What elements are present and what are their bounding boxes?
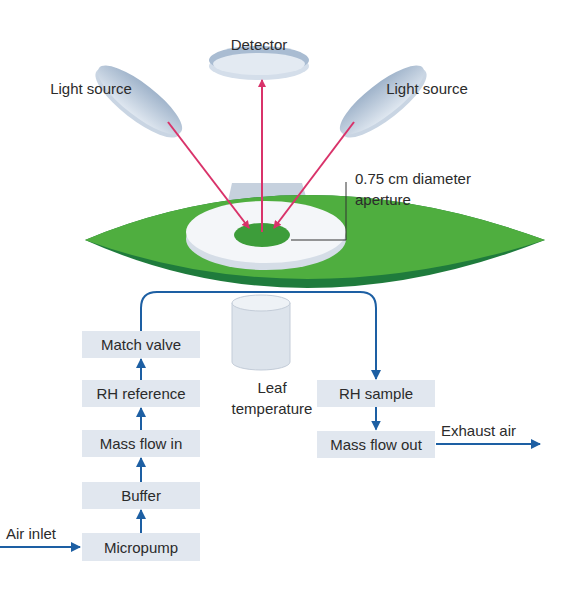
process-box: Mass flow out (317, 431, 435, 458)
annotation-label: Detector (208, 34, 310, 55)
annotation-label: Air inlet (6, 523, 86, 544)
reflected-ray (261, 80, 263, 232)
box-label: Buffer (121, 487, 161, 504)
flow-arrow (140, 510, 142, 533)
box-label: Mass flow in (100, 435, 183, 452)
leader-line (291, 182, 346, 240)
annotation-label: 0.75 cm diameter aperture (355, 168, 483, 210)
exhaust-arrow (436, 443, 540, 445)
flow-arrow (140, 408, 142, 430)
box-label: RH reference (96, 385, 185, 402)
air-inlet-arrow (0, 546, 80, 548)
process-box: RH reference (82, 380, 200, 407)
process-box: RH sample (317, 380, 435, 407)
box-label: Match valve (101, 336, 181, 353)
process-box: Match valve (82, 331, 200, 358)
annotation-label: Light source (376, 78, 478, 99)
flow-arrow (140, 458, 142, 482)
process-box: Buffer (82, 482, 200, 509)
box-label: RH sample (339, 385, 413, 402)
leaf-temperature-sensor (232, 295, 290, 370)
light-source-left (87, 55, 191, 147)
annotation-label: Light source (40, 78, 142, 99)
leaf (85, 195, 545, 288)
process-box: Micropump (82, 533, 200, 561)
gasket-ring (186, 201, 346, 263)
process-box: Mass flow in (82, 430, 200, 457)
light-ray (274, 122, 354, 228)
annotation-label: Leaf temperature (222, 377, 322, 419)
box-label: Micropump (104, 539, 178, 556)
flow-arrow (140, 359, 142, 380)
leaf-top (85, 195, 545, 279)
light-source-right (331, 55, 435, 147)
flow-arrow (375, 407, 377, 430)
annotation-label: Exhaust air (441, 420, 541, 441)
light-ray (168, 122, 249, 228)
box-label: Mass flow out (330, 436, 422, 453)
